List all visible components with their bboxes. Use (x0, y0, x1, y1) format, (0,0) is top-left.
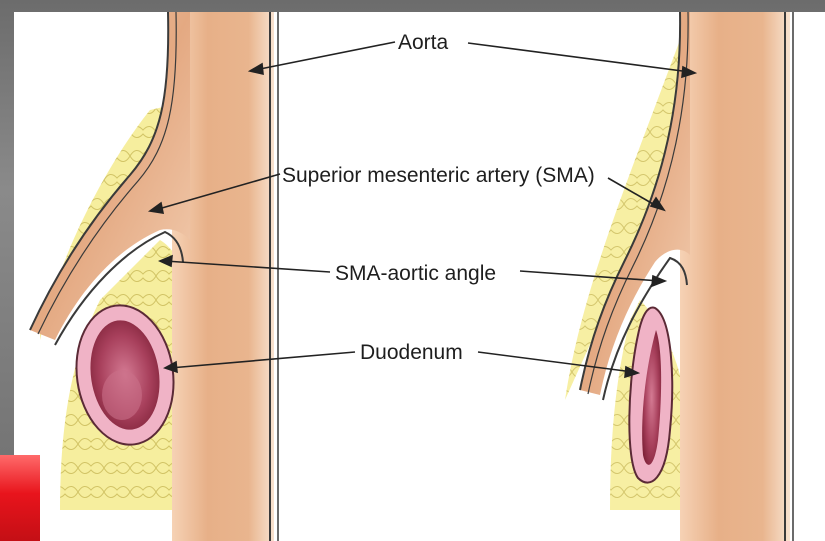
slide-accent-tab (0, 455, 40, 541)
right-aorta (680, 12, 790, 541)
label-sma-aortic-angle: SMA-aortic angle (335, 262, 496, 285)
label-sma: Superior mesenteric artery (SMA) (282, 164, 595, 187)
left-figure (30, 12, 278, 541)
label-duodenum: Duodenum (360, 341, 463, 364)
sma-aortic-angle-diagram: Aorta Superior mesenteric artery (SMA) S… (14, 12, 825, 541)
label-aorta: Aorta (398, 31, 449, 54)
diagram-panel: Aorta Superior mesenteric artery (SMA) S… (14, 12, 825, 541)
